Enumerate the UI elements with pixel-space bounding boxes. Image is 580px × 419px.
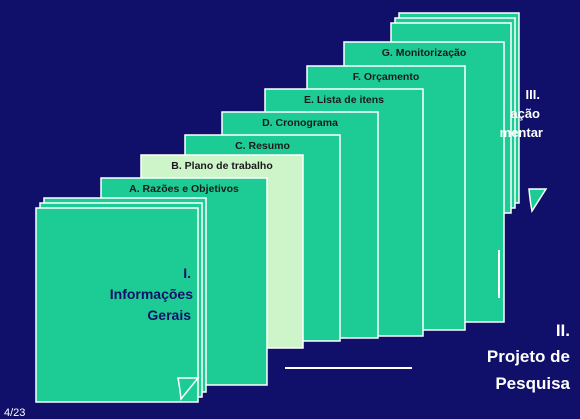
stack-III-line-1: III. <box>526 87 540 102</box>
stack-II-line-2: Projeto de <box>487 347 570 366</box>
stack-III-line-2: ação <box>510 106 540 121</box>
section-label-F: F. Orçamento <box>353 71 420 83</box>
page-number: 4/23 <box>4 407 25 419</box>
section-label-G: G. Monitorização <box>382 47 467 59</box>
stack-II-line-1: II. <box>556 321 570 340</box>
stack-III-label: III. ação mentar <box>500 87 543 140</box>
section-label-D: D. Cronograma <box>262 117 338 129</box>
section-label-C: C. Resumo <box>235 140 290 152</box>
stack-I-line-1: I. <box>183 265 191 281</box>
stack-I: I. Informações Gerais <box>35 197 207 403</box>
stack-II-label: II. Projeto de Pesquisa <box>487 321 571 393</box>
stack-I-sheet-front <box>35 207 199 403</box>
stack-III-line-3: mentar <box>500 125 543 140</box>
section-label-B: B. Plano de trabalho <box>171 160 273 172</box>
stack-I-line-3: Gerais <box>147 307 191 323</box>
section-label-E: E. Lista de itens <box>304 94 384 106</box>
stack-I-line-2: Informações <box>110 286 193 302</box>
stack-I-curl-icon <box>177 377 200 401</box>
stack-II-line-3: Pesquisa <box>495 374 570 393</box>
section-label-A: A. Razões e Objetivos <box>129 183 239 195</box>
stack-III-curl-icon <box>528 188 548 213</box>
